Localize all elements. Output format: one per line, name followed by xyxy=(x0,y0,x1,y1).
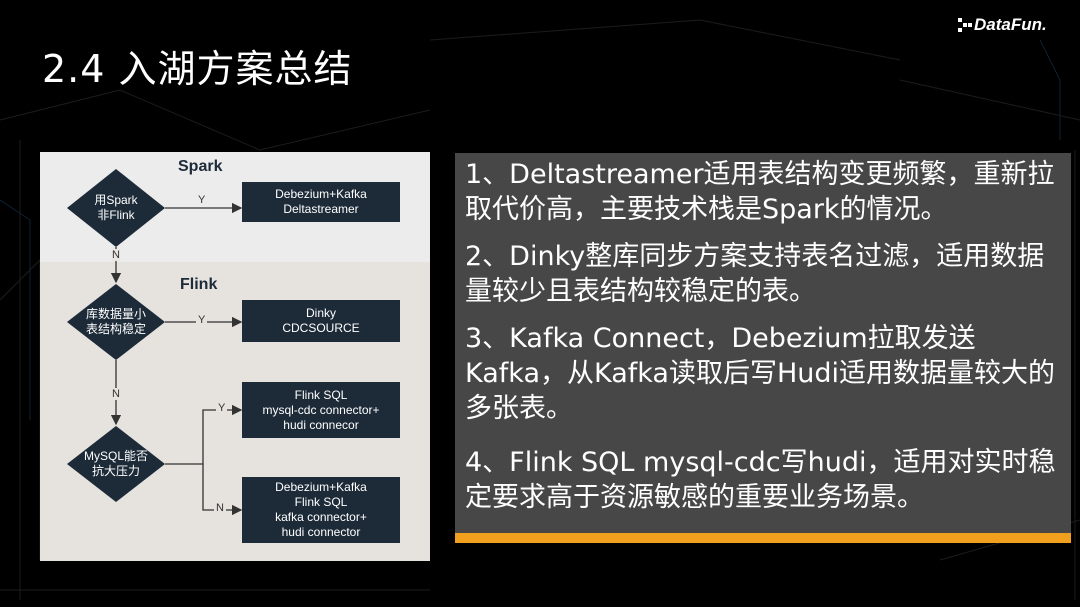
target-deltastreamer: Debezium+Kafka Deltastreamer xyxy=(242,182,400,222)
node-line: hudi connector xyxy=(281,525,361,539)
logo-text: DataFun. xyxy=(974,15,1047,34)
decision-line: 表结构稳定 xyxy=(85,322,146,336)
flow-diagram: Spark Flink 用Spark 非Flink 库数据量小 表结构稳定 My… xyxy=(40,152,430,561)
decision-line: MySQL能否 xyxy=(83,449,148,463)
accent-bar xyxy=(455,533,1071,543)
datafun-logo: DataFun. xyxy=(958,12,1070,38)
section-label-spark: Spark xyxy=(178,158,223,175)
target-dinky: Dinky CDCSOURCE xyxy=(242,300,400,342)
page-title: 2.4 入湖方案总结 xyxy=(42,47,353,91)
summary-item-4: 4、Flink SQL mysql-cdc写hudi，适用对实时稳定要求高于资源… xyxy=(465,447,1056,513)
node-line: mysql-cdc connector+ xyxy=(262,402,380,417)
edge-label-yes: Y xyxy=(216,402,228,414)
node-line: kafka connector+ xyxy=(275,510,367,524)
edge-label-no: N xyxy=(112,388,120,400)
edge-label-yes: Y xyxy=(196,314,208,326)
decision-line: 用Spark xyxy=(94,193,138,207)
node-line: Debezium+Kafka xyxy=(275,187,367,201)
edge-label-no: N xyxy=(112,249,120,261)
decision-line: 抗大压力 xyxy=(91,464,140,478)
summary-item-2: 2、Dinky整库同步方案支持表名过滤，适用数据量较少且表结构较稳定的表。 xyxy=(465,241,1045,307)
decision-line: 非Flink xyxy=(97,208,135,222)
section-label-flink: Flink xyxy=(180,276,218,293)
decision-spark-label: 用Spark 非Flink xyxy=(81,193,151,223)
node-line: hudi connecor xyxy=(283,417,359,432)
node-line: Deltastreamer xyxy=(283,202,359,216)
summary-item-1: 1、Deltastreamer适用表结构变更频繁，重新拉取代价高，主要技术栈是S… xyxy=(465,159,1055,225)
target-debezium-flink: Debezium+Kafka Flink SQL kafka connector… xyxy=(242,477,400,543)
node-line: CDCSOURCE xyxy=(282,321,360,335)
decision-mysql xyxy=(67,426,165,502)
edge-label-no: N xyxy=(214,502,226,514)
decision-data-size-label: 库数据量小 表结构稳定 xyxy=(76,307,156,337)
decision-spark xyxy=(67,169,165,247)
summary-item-3: 3、Kafka Connect，Debezium拉取发送Kafka，从Kafka… xyxy=(465,323,1056,424)
logo-dots-icon xyxy=(958,18,972,32)
node-line: Flink SQL xyxy=(294,495,348,509)
decision-line: 库数据量小 xyxy=(85,307,146,321)
edge-label-yes: Y xyxy=(196,194,208,206)
node-line: Dinky xyxy=(305,306,336,320)
target-flink-sql-cdc: Flink SQL mysql-cdc connector+ hudi conn… xyxy=(242,382,400,438)
node-line: Debezium+Kafka xyxy=(275,480,367,494)
node-line: Flink SQL xyxy=(294,387,348,402)
decision-data-size xyxy=(67,284,165,360)
summary-panel: 1、Deltastreamer适用表结构变更频繁，重新拉取代价高，主要技术栈是S… xyxy=(455,153,1071,543)
decision-mysql-label: MySQL能否 抗大压力 xyxy=(76,449,156,479)
